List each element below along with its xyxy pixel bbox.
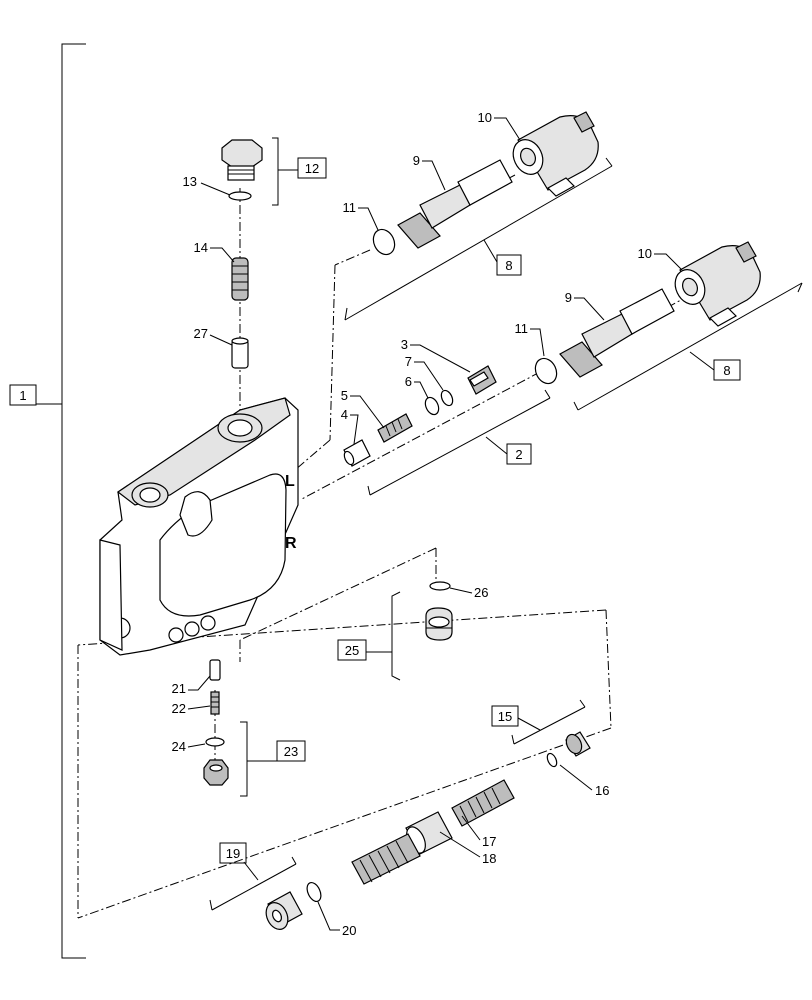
callout-10a: 10 (478, 110, 492, 125)
valve-section-housing: L R (99, 397, 299, 656)
callout-21: 21 (172, 681, 186, 696)
callout-12: 12 (305, 161, 319, 176)
spool-parts-17-18: 17 18 (351, 779, 515, 885)
kit-15-parts: 16 15 (491, 699, 609, 798)
callout-16: 16 (595, 783, 609, 798)
callout-4: 4 (341, 407, 348, 422)
callout-20: 20 (342, 923, 356, 938)
callout-15: 15 (498, 709, 512, 724)
part-14-plunger: 14 (194, 240, 249, 301)
plug-assembly-12: 12 13 (183, 137, 327, 206)
solenoid-assembly-8-lower: 10 9 11 8 (515, 241, 803, 411)
callout-26: 26 (474, 585, 488, 600)
solenoid-assembly-8-upper: 10 9 11 8 (343, 110, 613, 321)
callout-2: 2 (515, 447, 522, 462)
callout-14: 14 (194, 240, 208, 255)
port-mark-l: L (285, 473, 295, 490)
callout-22: 22 (172, 701, 186, 716)
callout-13: 13 (183, 174, 197, 189)
callout-23: 23 (284, 744, 298, 759)
center-lines (77, 174, 691, 919)
part-27-pin: 27 (194, 326, 249, 369)
callout-10b: 10 (638, 246, 652, 261)
callout-8b: 8 (723, 363, 730, 378)
callout-1: 1 (19, 388, 26, 403)
callout-17: 17 (482, 834, 496, 849)
callout-7: 7 (405, 354, 412, 369)
callout-11a: 11 (343, 200, 357, 215)
plug-assembly-25: 26 25 (337, 581, 488, 681)
plug-assembly-23: 21 22 24 23 (172, 659, 306, 797)
callout-27: 27 (194, 326, 208, 341)
callout-18: 18 (482, 851, 496, 866)
kit-2-parts: 3 7 6 5 4 2 (341, 337, 551, 496)
callout-8a: 8 (505, 258, 512, 273)
callout-9a: 9 (413, 153, 420, 168)
callout-9b: 9 (565, 290, 572, 305)
port-mark-r: R (285, 535, 297, 552)
callout-19: 19 (226, 846, 240, 861)
kit-19-parts: 20 19 (209, 842, 356, 938)
callout-3: 3 (401, 337, 408, 352)
callout-24: 24 (172, 739, 186, 754)
callout-11b: 11 (515, 321, 529, 336)
callout-5: 5 (341, 388, 348, 403)
callout-25: 25 (345, 643, 359, 658)
callout-6: 6 (405, 374, 412, 389)
assembly-bracket-1: 1 (9, 43, 86, 959)
